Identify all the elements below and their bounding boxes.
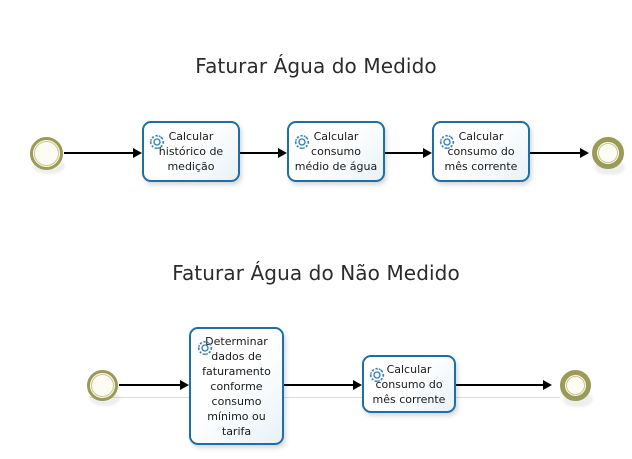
task-determinar-dados-de-faturamento[interactable]: Determinar dados de faturamento conforme… <box>189 327 284 445</box>
sequence-flow-4 <box>530 152 584 154</box>
sequence-flow-5 <box>119 384 183 386</box>
sequence-flow-7 <box>456 384 546 386</box>
diagram-1-end-event[interactable] <box>592 137 624 169</box>
diagram-2-start-event[interactable] <box>87 370 118 401</box>
task-label: Calcular histórico de medição <box>158 130 224 173</box>
sequence-flow-2 <box>240 152 282 154</box>
diagram-1-title: Faturar Água do Medido <box>195 54 437 78</box>
task-calcular-historico-de-medicao[interactable]: Calcular histórico de medição <box>142 121 240 182</box>
end-event-inner-ring <box>598 143 618 163</box>
task-body: Calcular consumo do mês corrente <box>434 129 528 174</box>
gear-icon <box>147 132 167 152</box>
task-body: Calcular consumo do mês corrente <box>364 362 454 407</box>
gear-icon <box>367 365 387 385</box>
gear-icon <box>292 132 312 152</box>
task-label: Calcular consumo do mês corrente <box>372 362 446 406</box>
sequence-flow-3-arrow <box>423 148 432 158</box>
gear-icon <box>437 132 457 152</box>
sequence-flow-6-arrow <box>353 380 362 390</box>
diagram-2-title: Faturar Água do Não Medido <box>172 261 460 285</box>
diagram-1-start-event[interactable] <box>30 137 63 170</box>
start-event-inner-ring <box>91 374 114 397</box>
end-event-inner-ring <box>566 376 585 395</box>
task-body: Determinar dados de faturamento conforme… <box>191 334 282 439</box>
task-calcular-consumo-medio-de-agua[interactable]: Calcular consumo médio de água <box>287 121 385 182</box>
sequence-flow-1-arrow <box>133 148 142 158</box>
sequence-flow-5-arrow <box>180 380 189 390</box>
sequence-flow-6 <box>284 384 356 386</box>
task-label: Calcular consumo médio de água <box>294 130 378 173</box>
task-label: Determinar dados de faturamento conforme… <box>202 334 271 438</box>
sequence-flow-3 <box>385 152 427 154</box>
diagram-2-end-event[interactable] <box>560 370 591 401</box>
sequence-flow-2-arrow <box>278 148 287 158</box>
sequence-flow-7-arrow <box>543 380 552 390</box>
sequence-flow-4-arrow <box>580 148 589 158</box>
sequence-flow-1 <box>64 152 134 154</box>
task-label: Calcular consumo do mês corrente <box>444 130 518 173</box>
task-body: Calcular histórico de medição <box>144 129 238 174</box>
start-event-inner-ring <box>34 141 59 166</box>
task-calcular-consumo-do-mes-corrente[interactable]: Calcular consumo do mês corrente <box>432 121 530 182</box>
background-guide-line <box>90 397 560 398</box>
task-body: Calcular consumo médio de água <box>289 129 383 174</box>
gear-icon <box>195 338 215 358</box>
task-calcular-consumo-do-mes-corrente-2[interactable]: Calcular consumo do mês corrente <box>362 355 456 413</box>
